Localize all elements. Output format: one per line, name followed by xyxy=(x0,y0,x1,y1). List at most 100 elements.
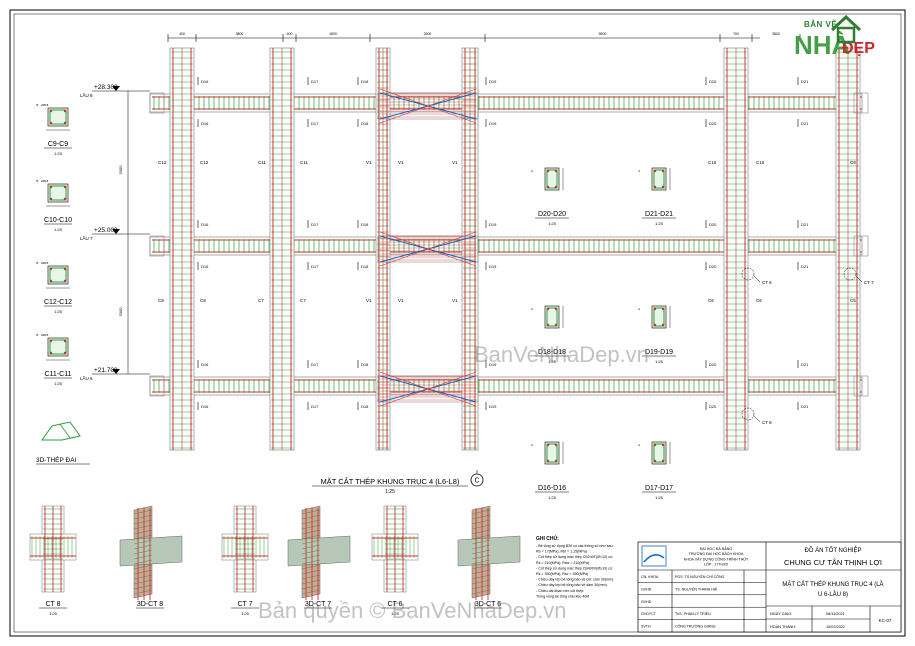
axis-label: C xyxy=(474,478,479,485)
section-scale: 1:25 xyxy=(54,227,63,232)
section-stirrup xyxy=(546,443,558,463)
section-stirrup xyxy=(49,185,67,201)
section-tag: ● xyxy=(638,307,640,311)
callout-circle xyxy=(741,267,755,281)
section-bar xyxy=(49,109,53,113)
section-bar xyxy=(554,307,558,311)
tie xyxy=(133,569,153,575)
logo-line2: NHÀ xyxy=(794,30,851,60)
section-bar xyxy=(63,197,67,201)
detail-name: CT 6 xyxy=(387,601,402,608)
section-mark-label: D17 xyxy=(311,222,319,227)
tie xyxy=(471,584,491,590)
level-triangle xyxy=(112,86,120,91)
tie xyxy=(133,554,153,560)
role-label: GVHD xyxy=(641,600,652,604)
title-frame xyxy=(637,541,902,633)
beam-end xyxy=(149,92,165,114)
site-logo: BẢN VẼ NHÀ ĐẸP xyxy=(790,14,900,70)
section-mark-label: D18 xyxy=(361,404,369,409)
section-name: D21-D21 xyxy=(645,211,673,218)
elevation-text: +21.700 xyxy=(94,367,118,374)
column-label: V1 xyxy=(452,160,458,165)
floor-text: LẦU 6 xyxy=(80,375,93,381)
section-mark-label: D17 xyxy=(311,404,319,409)
section-bar xyxy=(653,169,657,173)
section-bar xyxy=(546,459,550,463)
tie xyxy=(471,514,491,520)
beam-end xyxy=(853,92,869,114)
note-line: - Cốt thép sử dụng mác thép CB240T(Ø<10)… xyxy=(536,555,613,559)
section-scale: 1:25 xyxy=(54,381,63,386)
sheet-number: KC-07 xyxy=(879,618,892,623)
section-mark-label: D21 xyxy=(801,121,809,126)
role-label: GVHD xyxy=(641,587,652,591)
detail-scale: 1:25 xyxy=(241,611,250,616)
tie xyxy=(133,579,153,585)
section-bar xyxy=(49,121,53,125)
column-label: C6 xyxy=(708,298,714,303)
column-label: C8 xyxy=(200,298,206,303)
callout-label: CT 6 xyxy=(762,280,772,285)
section-mark-label: D17 xyxy=(311,264,319,269)
tie xyxy=(301,559,321,565)
section-bar xyxy=(554,185,558,189)
house-icon xyxy=(830,14,862,44)
section-mark-label: D20 xyxy=(709,222,717,227)
section-mark-label: D19 xyxy=(489,264,497,269)
logo-line1: BẢN VẼ xyxy=(804,20,838,29)
role-label: CN. KHOA xyxy=(641,575,659,579)
column-label: C10 xyxy=(756,160,765,165)
section-outline xyxy=(47,265,69,285)
section-bar xyxy=(661,323,665,327)
column-label: C12 xyxy=(200,160,209,165)
tie xyxy=(471,519,491,525)
section-stirrup xyxy=(653,307,665,327)
detail-name: 3D-CT 8 xyxy=(137,601,163,608)
callout-circle xyxy=(741,407,755,421)
tie xyxy=(133,574,153,580)
beam-end xyxy=(853,375,869,397)
tie xyxy=(133,584,153,590)
section-bar xyxy=(49,339,53,343)
section-name: D16-D16 xyxy=(538,485,566,492)
tie xyxy=(471,574,491,580)
dim-value: 3800 xyxy=(772,32,780,36)
dim-value: 400 xyxy=(179,32,185,36)
section-mark-label: D21 xyxy=(801,79,809,84)
section-outline xyxy=(544,167,560,191)
section-tag: ● xyxy=(36,260,39,265)
section-bar xyxy=(653,185,657,189)
section-stirrup xyxy=(49,109,67,125)
main-scale: 1:25 xyxy=(385,489,395,495)
section-stirrup xyxy=(546,307,558,327)
section-stirrup xyxy=(653,169,665,189)
section-mark-label: D21 xyxy=(801,362,809,367)
section-bar xyxy=(661,443,665,447)
section-bar xyxy=(546,323,550,327)
section-stirrup xyxy=(49,267,67,283)
tie xyxy=(133,589,153,595)
section-tag: ● xyxy=(638,443,640,447)
column-label: C7 xyxy=(300,298,306,303)
section-bar xyxy=(63,279,67,283)
column-label: V1 xyxy=(398,298,404,303)
tie xyxy=(133,509,153,515)
tie xyxy=(471,534,491,540)
diagonal-rebar xyxy=(379,231,477,267)
logo-line3: ĐẸP xyxy=(842,40,875,57)
section-outline xyxy=(544,305,560,329)
section-mark-label: D16 xyxy=(201,404,209,409)
watermark-bottom: Bản quyền © BanVeNhaDep.vn xyxy=(258,598,567,623)
section-bar xyxy=(63,121,67,125)
section-name: C12-C12 xyxy=(44,299,72,306)
tie xyxy=(471,539,491,545)
section-mark-label: D18 xyxy=(361,362,369,367)
tie xyxy=(133,559,153,565)
section-mark-label: D20 xyxy=(709,404,717,409)
tie xyxy=(471,579,491,585)
detail-name: CT 7 xyxy=(237,601,252,608)
tie xyxy=(301,514,321,520)
section-outline xyxy=(47,337,69,357)
